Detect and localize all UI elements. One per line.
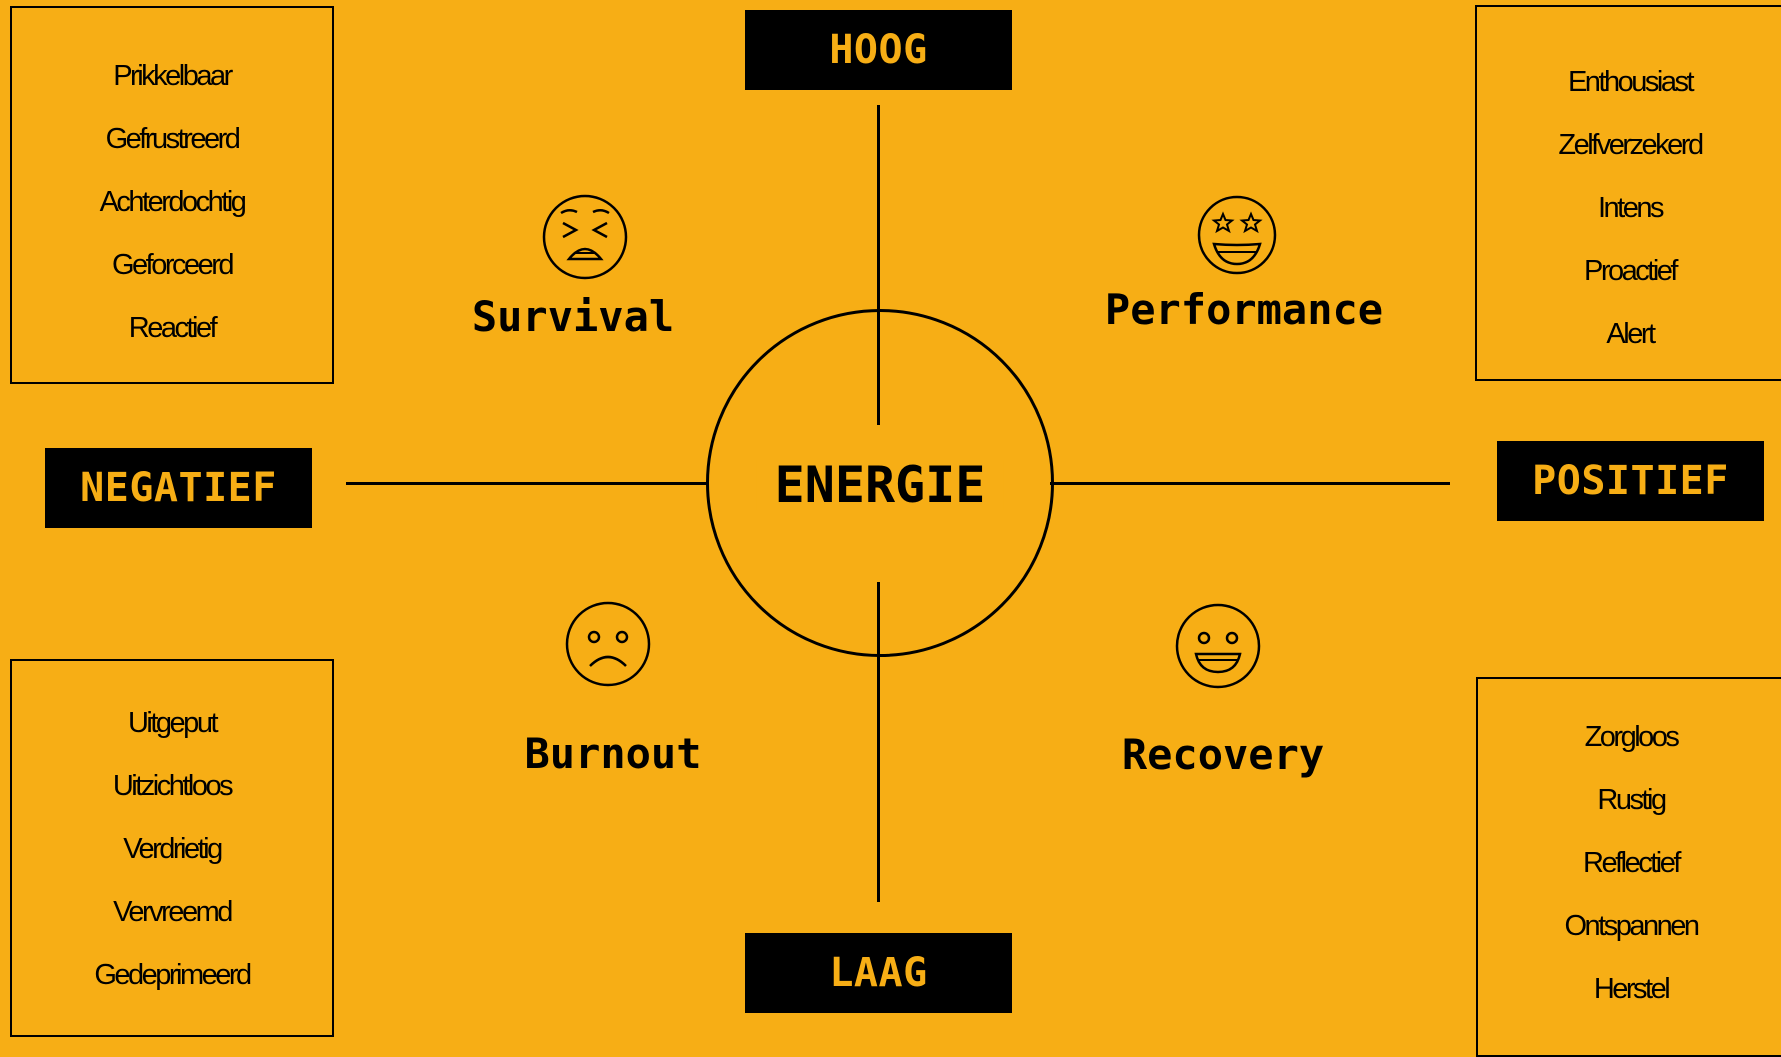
word-box-performance: Enthousiast Zelfverzekerd Intens Proacti…: [1475, 5, 1781, 381]
word-item: Reactief: [128, 312, 218, 344]
vertical-axis-top: [877, 105, 880, 425]
quadrant-label-recovery: Recovery: [1121, 730, 1325, 779]
word-item: Herstel: [1593, 973, 1671, 1005]
center-label: ENERGIE: [756, 460, 1004, 510]
word-item: Reflectief: [1583, 847, 1681, 879]
tired-face-icon: [542, 194, 628, 280]
smiling-face-icon: [1175, 603, 1261, 689]
word-item: Intens: [1598, 192, 1665, 224]
word-item: Prikkelbaar: [113, 60, 233, 92]
word-item: Verdrietig: [123, 833, 223, 865]
word-item: Zelfverzekerd: [1558, 129, 1704, 161]
energy-circle: [706, 309, 1054, 657]
word-item: Uitzichtloos: [112, 770, 234, 802]
axis-label-low: LAAG: [745, 933, 1012, 1013]
quadrant-label-burnout: Burnout: [524, 729, 702, 778]
horizontal-axis-left: [346, 482, 708, 485]
word-item: Zorgloos: [1584, 721, 1680, 753]
axis-label-high: HOOG: [745, 10, 1012, 90]
horizontal-axis-right: [1050, 482, 1450, 485]
word-item: Proactief: [1584, 255, 1678, 287]
word-item: Gedeprimeerd: [94, 959, 252, 991]
axis-label-positive: POSITIEF: [1497, 441, 1764, 521]
word-item: Achterdochtig: [99, 186, 247, 218]
quadrant-label-survival: Survival: [471, 292, 675, 341]
star-struck-face-icon: [1197, 195, 1277, 275]
axis-label-negative: NEGATIEF: [45, 448, 312, 528]
word-item: Uitgeput: [127, 707, 219, 739]
word-item: Rustig: [1597, 784, 1667, 816]
quadrant-label-performance: Performance: [1104, 285, 1384, 334]
word-box-recovery: Zorgloos Rustig Reflectief Ontspannen He…: [1476, 677, 1781, 1057]
frowning-face-icon: [565, 601, 651, 687]
word-item: Enthousiast: [1567, 66, 1695, 98]
word-item: Vervreemd: [113, 896, 233, 928]
word-item: Gefrustreerd: [105, 123, 241, 155]
word-item: Alert: [1606, 318, 1656, 350]
word-box-survival: Prikkelbaar Gefrustreerd Achterdochtig G…: [10, 6, 334, 384]
word-item: Geforceerd: [111, 249, 235, 281]
vertical-axis-bottom: [877, 582, 880, 902]
word-item: Ontspannen: [1564, 910, 1700, 942]
word-box-burnout: Uitgeput Uitzichtloos Verdrietig Vervree…: [10, 659, 334, 1037]
